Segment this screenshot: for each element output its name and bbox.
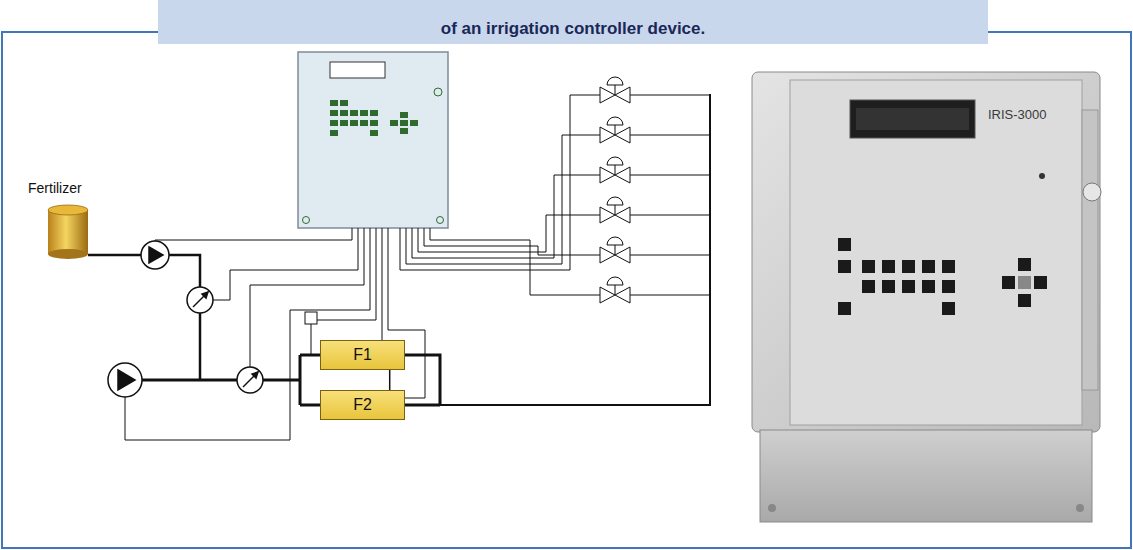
fertilizer-tank — [48, 205, 88, 259]
sensor-box — [305, 312, 317, 324]
filter-box: F1 — [320, 340, 405, 370]
device-photo — [752, 72, 1101, 522]
filter-label: F2 — [353, 396, 372, 414]
controller — [298, 52, 448, 228]
pipes — [88, 255, 710, 405]
frame — [2, 32, 1131, 548]
diagram-title: of an irrigation controller device. — [158, 19, 988, 39]
title-band: of an irrigation controller device. — [158, 0, 988, 44]
pumps — [108, 241, 169, 397]
filter-box: F2 — [320, 390, 405, 420]
tank-label: Fertilizer — [28, 180, 82, 196]
device-model: IRIS-3000 — [988, 107, 1047, 122]
filter-label: F1 — [353, 346, 372, 364]
pipe-connector — [389, 370, 390, 390]
control-wires — [125, 95, 590, 440]
gauges — [187, 287, 263, 393]
valves — [590, 77, 710, 406]
